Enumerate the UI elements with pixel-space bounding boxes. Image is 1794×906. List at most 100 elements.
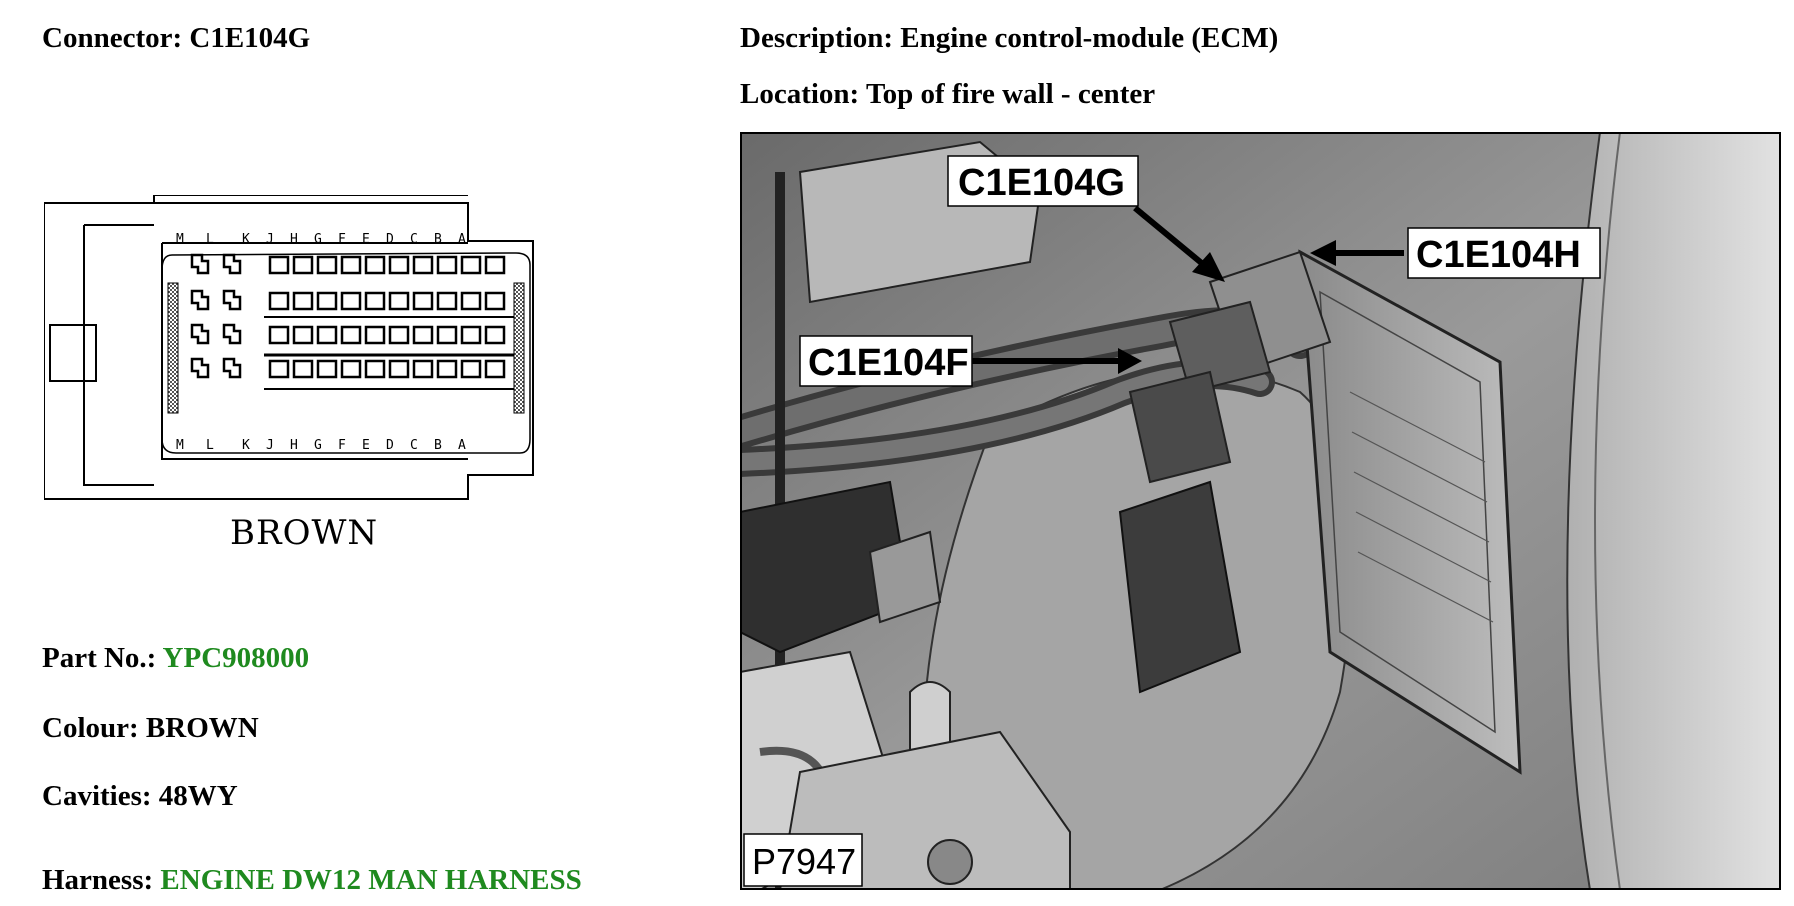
pin-letter: C: [410, 232, 418, 247]
connector-face-diagram: M L K J H G F E D C B A M L K J H G F E D C B A: [44, 195, 534, 500]
connector-label: Connector:: [42, 22, 183, 54]
harness-label: Harness:: [42, 864, 154, 896]
small-cavity: [292, 359, 314, 379]
small-cavity: [460, 255, 482, 275]
large-cavity: [190, 289, 210, 311]
location-value: Top of fire wall - center: [865, 78, 1156, 110]
description-label: Description:: [740, 22, 894, 54]
large-cavity: [222, 323, 242, 345]
small-cavity: [268, 291, 290, 311]
location-line: Location: Top of fire wall - center: [740, 78, 1155, 111]
figure-id-label: P7947: [752, 841, 856, 882]
pin-letter: A: [458, 232, 466, 247]
small-cavity: [484, 359, 506, 379]
pin-letter: H: [290, 438, 298, 453]
pin-letter: H: [290, 232, 298, 247]
small-cavity: [460, 291, 482, 311]
large-cavity: [222, 253, 242, 275]
pin-letter: D: [386, 438, 394, 453]
small-cavity: [436, 255, 458, 275]
pin-letter: B: [434, 232, 442, 247]
part-number-value: YPC908000: [162, 642, 310, 674]
harness-value: ENGINE DW12 MAN HARNESS: [160, 864, 582, 896]
diagram-colour-label: BROWN: [230, 513, 379, 553]
large-cavity: [222, 289, 242, 311]
large-cavity: [190, 253, 210, 275]
small-cavity: [316, 359, 338, 379]
small-cavity: [436, 359, 458, 379]
small-cavity: [292, 291, 314, 311]
pin-letter: E: [362, 232, 370, 247]
pin-letter: A: [458, 438, 466, 453]
small-cavity: [484, 291, 506, 311]
small-cavity: [292, 255, 314, 275]
small-cavity: [412, 325, 434, 345]
small-cavity: [364, 325, 386, 345]
pin-letter: C: [410, 438, 418, 453]
connector-value: C1E104G: [189, 22, 311, 54]
small-cavity: [388, 255, 410, 275]
connector-location-photo: C1E104G C1E104H C1E104F P7947: [740, 132, 1781, 890]
small-cavity: [340, 359, 362, 379]
pin-letter: K: [242, 438, 250, 453]
description-line: Description: Engine control-module (ECM): [740, 22, 1278, 55]
harness-line: Harness: ENGINE DW12 MAN HARNESS: [42, 864, 582, 897]
small-cavity: [340, 291, 362, 311]
pin-letter: K: [242, 232, 250, 247]
small-cavity: [268, 255, 290, 275]
small-cavity: [316, 291, 338, 311]
small-cavity: [460, 359, 482, 379]
pin-letter: M: [176, 438, 184, 453]
small-cavity: [484, 255, 506, 275]
small-cavity: [268, 325, 290, 345]
small-cavity: [412, 255, 434, 275]
small-cavity: [484, 325, 506, 345]
small-cavity: [316, 255, 338, 275]
pin-letter: B: [434, 438, 442, 453]
part-number-label: Part No.:: [42, 642, 157, 674]
colour-label: Colour:: [42, 712, 139, 744]
small-cavity: [436, 291, 458, 311]
pin-letter: M: [176, 232, 184, 247]
large-cavity: [190, 323, 210, 345]
pin-letter: D: [386, 232, 394, 247]
small-cavity: [316, 325, 338, 345]
small-cavity: [340, 255, 362, 275]
small-cavity: [268, 359, 290, 379]
small-cavity: [388, 291, 410, 311]
pin-letter: L: [206, 438, 214, 453]
cavities-value: 48WY: [158, 780, 238, 812]
small-cavity: [412, 291, 434, 311]
small-cavity: [388, 325, 410, 345]
small-cavity: [412, 359, 434, 379]
large-cavity: [222, 357, 242, 379]
cavities-label: Cavities:: [42, 780, 152, 812]
small-cavity: [460, 325, 482, 345]
pin-letter: J: [266, 438, 274, 453]
small-cavity: [388, 359, 410, 379]
description-value: Engine control-module (ECM): [900, 22, 1279, 54]
cavities-line: Cavities: 48WY: [42, 780, 238, 813]
pin-letter: E: [362, 438, 370, 453]
pin-letter: F: [338, 438, 346, 453]
colour-value: BROWN: [145, 712, 259, 744]
pin-letter: G: [314, 232, 322, 247]
small-cavity: [340, 325, 362, 345]
large-cavity: [190, 357, 210, 379]
pin-letter: L: [206, 232, 214, 247]
pin-letter: J: [266, 232, 274, 247]
small-cavity: [364, 359, 386, 379]
part-number-line: Part No.: YPC908000: [42, 642, 309, 675]
small-cavity: [436, 325, 458, 345]
small-cavity: [364, 291, 386, 311]
location-label: Location:: [740, 78, 860, 110]
colour-line: Colour: BROWN: [42, 712, 259, 745]
connector-title: Connector: C1E104G: [42, 22, 310, 55]
small-cavity: [364, 255, 386, 275]
callout-c1e104f: C1E104F: [808, 342, 969, 384]
pin-letter: G: [314, 438, 322, 453]
callout-c1e104h: C1E104H: [1416, 234, 1581, 276]
callout-c1e104g: C1E104G: [958, 162, 1125, 204]
pin-letter: F: [338, 232, 346, 247]
small-cavity: [292, 325, 314, 345]
